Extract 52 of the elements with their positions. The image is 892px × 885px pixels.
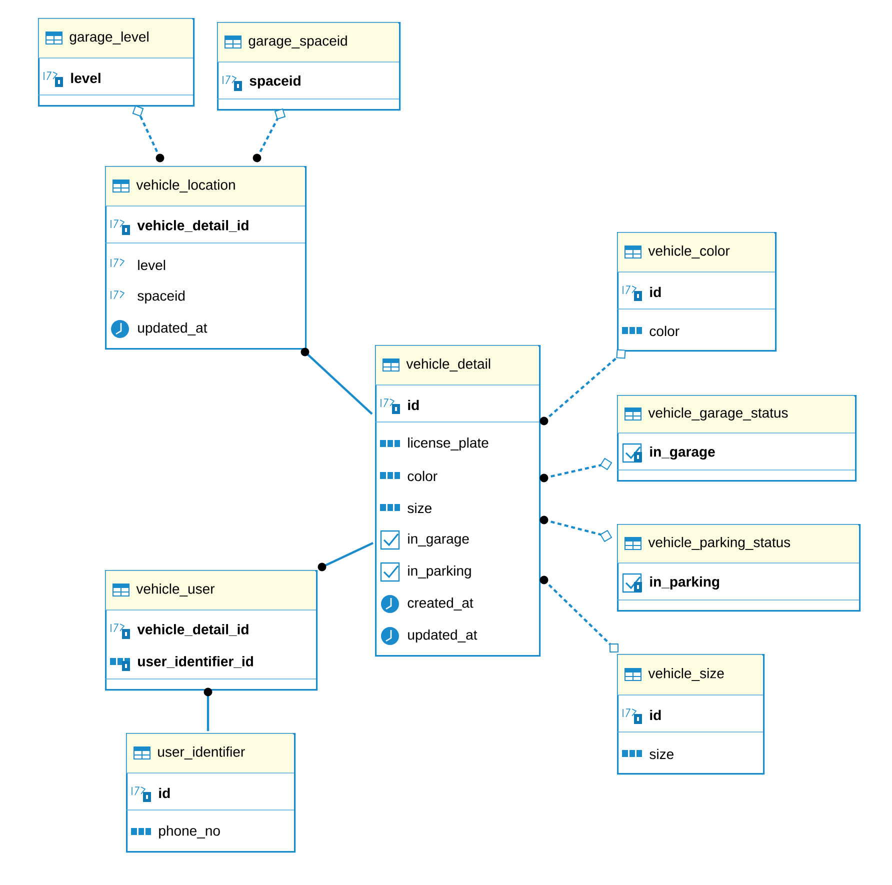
table-name: vehicle_color [648,246,730,258]
column-name: size [650,748,674,760]
table-box [616,654,765,775]
relationship-line [204,688,212,731]
table-box [616,524,861,612]
relationship-line [540,349,626,426]
column-name: phone_no [159,825,220,839]
column-name: vehicle_detail_id [137,220,248,232]
column-name: id [408,400,419,410]
column-name: in_garage [408,533,469,547]
relationship-line [132,105,164,162]
column-name: spaceid [250,75,300,89]
relationship-line [318,542,374,572]
table-box [126,733,296,853]
relationship-line [300,348,373,415]
column-name: updated_at [138,322,208,336]
table-name: vehicle_garage_status [648,407,788,421]
table-name: garage_spaceid [248,35,347,49]
table-box [104,166,307,350]
column-name: id [159,788,170,798]
column-name: in_parking [408,565,471,579]
column-name: id [650,710,661,720]
column-name: updated_at [408,629,478,643]
table-name: garage_level [70,31,148,45]
column-name: in_garage [650,446,715,460]
table-name: vehicle_parking_status [648,536,790,550]
table-box [616,395,857,482]
table-box [38,18,195,107]
column-name: in_parking [650,576,720,590]
column-name: vehicle_detail_id [137,624,248,636]
table-box [104,570,318,691]
column-name: size [408,502,432,514]
relationship-line [540,458,612,482]
table-box [374,345,541,657]
table-name: vehicle_size [648,668,724,681]
column-name: color [408,470,438,482]
relationship-line [540,576,619,653]
relationship-line [252,108,286,162]
table-name: vehicle_detail [406,358,490,372]
table-name: user_identifier [158,746,245,760]
column-name: spaceid [138,290,185,304]
column-name: level [71,72,100,84]
column-name: id [650,286,661,298]
column-name: level [138,260,166,270]
table-box [616,232,777,352]
table-name: vehicle_user [136,584,215,596]
table-box [216,22,401,111]
table-name: vehicle_location [136,180,235,192]
column-name: color [650,326,680,336]
column-name: user_identifier_id [138,656,253,668]
column-name: created_at [408,598,474,610]
column-name: license_plate [408,437,488,451]
